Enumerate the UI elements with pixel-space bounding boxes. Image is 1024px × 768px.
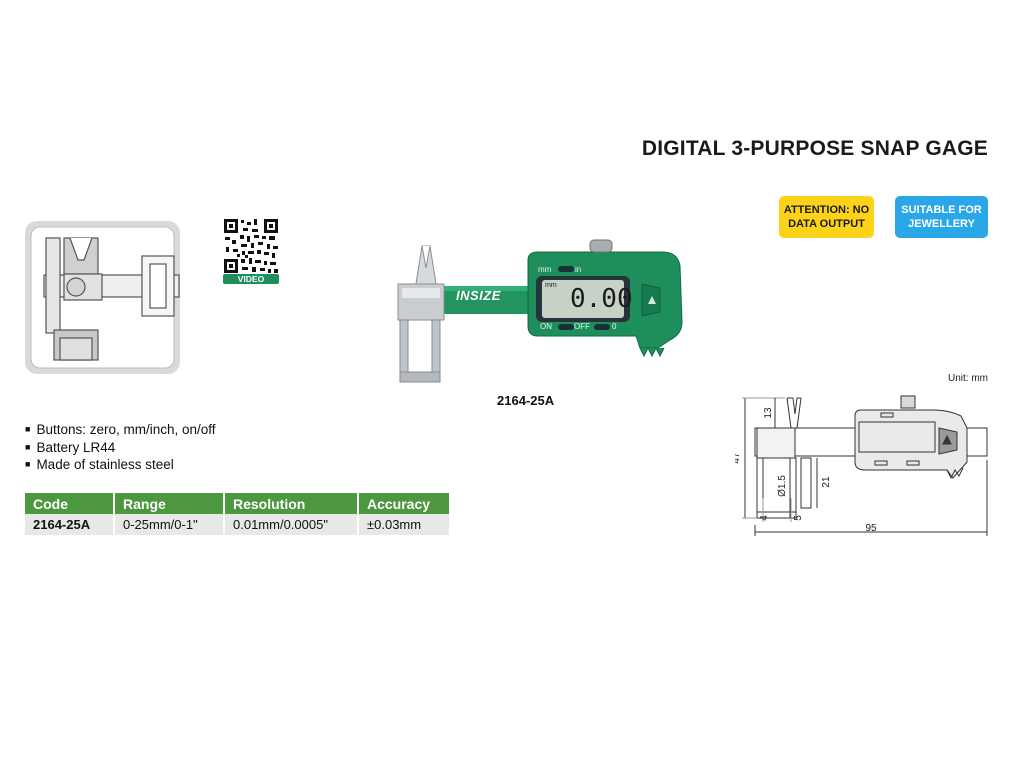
mm-in-button-label: mm [538,265,552,274]
model-code: 2164-25A [497,393,555,408]
spec-table: Code Range Resolution Accuracy 2164-25A … [25,493,451,535]
dim-top: 13 [763,407,774,419]
feature-item: Made of stainless steel [25,457,216,475]
qr-video-label: VIDEO [237,274,265,284]
dim-depth: 21 [821,476,832,488]
qr-code-icon [223,218,279,284]
header-accuracy: Accuracy [358,493,451,514]
qr-code[interactable]: VIDEO [223,218,279,284]
lcd-reading: 0.00 [570,284,633,314]
dim-overall-length: 95 [865,523,877,534]
header-resolution: Resolution [224,493,359,514]
dim-left-width: 4 [759,515,770,521]
attention-badge: ATTENTION: NO DATA OUTPUT [779,196,874,238]
dim-pin-dia: Ø1.5 [777,475,788,497]
page-title: DIGITAL 3-PURPOSE SNAP GAGE [641,137,988,160]
dim-overall-height: 47 [735,452,742,464]
product-photo [397,239,683,383]
cell-range: 0-25mm/0-1" [114,514,225,535]
cell-accuracy: ±0.03mm [358,514,451,535]
unit-label: Unit: mm [948,373,988,384]
lcd-unit: mm [545,282,557,289]
on-button-label: ON [540,322,552,331]
cell-code: 2164-25A [25,514,115,535]
spec-table-header-row: Code Range Resolution Accuracy [25,493,451,514]
cell-resolution: 0.01mm/0.0005" [224,514,359,535]
feature-item: Buttons: zero, mm/inch, on/off [25,422,215,440]
off-button-label: OFF [574,322,590,331]
table-row: 2164-25A 0-25mm/0-1" 0.01mm/0.0005" ±0.0… [25,514,451,535]
dimension-drawing: Unit: mm 47 13 Ø1.5 21 4 5 95 [735,373,988,536]
brand-logo: INSIZE [456,288,501,303]
zero-button-label: 0 [612,322,617,331]
usage-reference-image [25,221,180,374]
feature-item: Battery LR44 [25,440,216,458]
feature-list: Buttons: zero, mm/inch, on/off Battery L… [25,422,216,475]
in-button-label: in [575,265,582,274]
dim-gap: 5 [793,515,804,521]
jewellery-badge: SUITABLE FOR JEWELLERY [895,196,988,238]
header-range: Range [114,493,225,514]
header-code: Code [25,493,115,514]
